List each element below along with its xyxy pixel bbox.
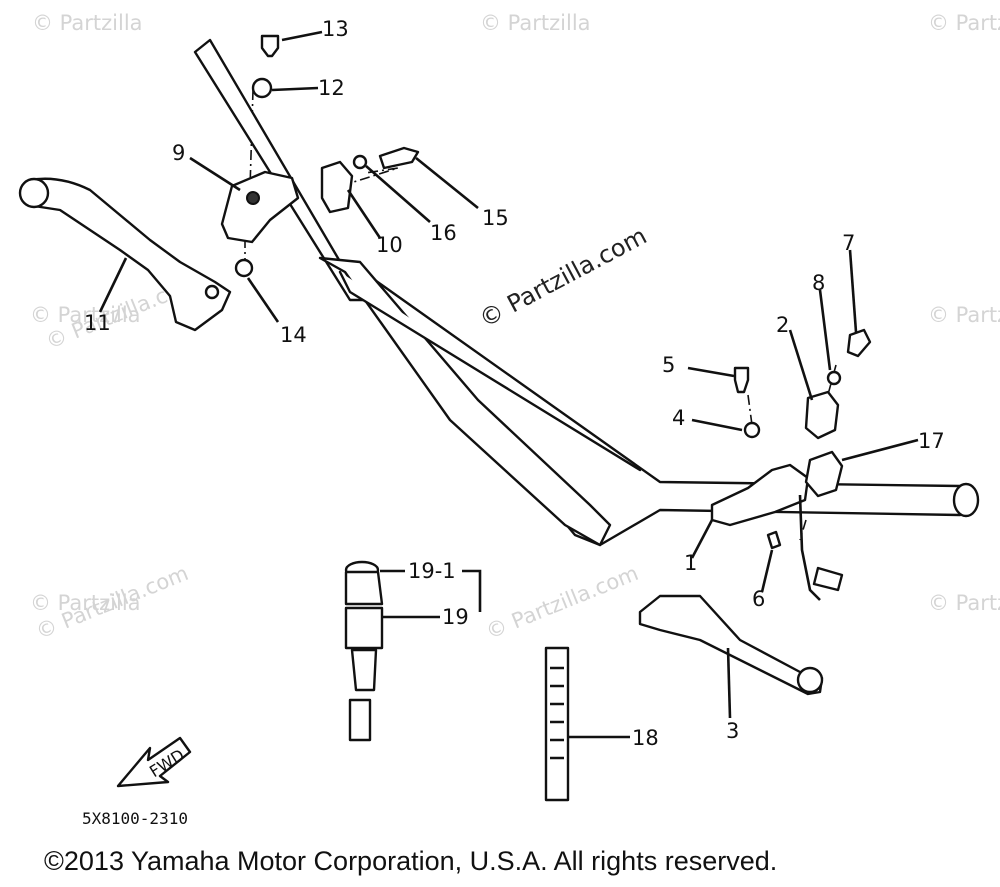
callout-2: 2 xyxy=(776,313,789,337)
callout-9: 9 xyxy=(172,141,185,165)
washer-12 xyxy=(251,77,273,99)
callout-1: 1 xyxy=(684,551,697,575)
left-lever-bracket xyxy=(220,34,300,278)
washer-4 xyxy=(743,421,761,439)
callout-labels: 13 12 9 10 16 15 14 11 11 7 8 2 5 4 17 1… xyxy=(84,17,945,750)
switch-connector xyxy=(812,566,844,592)
callout-18: 18 xyxy=(632,726,659,750)
right-lever xyxy=(638,594,824,696)
watermark-edge: © Partzilla xyxy=(928,11,1000,35)
clamp-17 xyxy=(804,450,844,498)
callout-11: 11 xyxy=(84,311,111,335)
callout-17: 17 xyxy=(918,429,945,453)
callout-12: 12 xyxy=(318,76,345,100)
callout-3: 3 xyxy=(726,719,739,743)
callout-19: 19 xyxy=(442,605,469,629)
leader-lines xyxy=(98,30,919,739)
callout-15: 15 xyxy=(482,206,509,230)
watermark-edge: © Partzilla xyxy=(30,591,141,615)
watermark-center: © Partzilla.com xyxy=(475,222,652,334)
cable-band xyxy=(544,646,570,802)
fwd-arrow: FWD xyxy=(116,736,192,788)
callout-16: 16 xyxy=(430,221,457,245)
clip-6 xyxy=(766,530,782,550)
watermark-edge: © Partzilla xyxy=(928,303,1000,327)
watermark-edge: © Partzilla xyxy=(928,591,1000,615)
left-lever xyxy=(18,177,232,332)
callout-5: 5 xyxy=(662,353,675,377)
callout-14: 14 xyxy=(280,323,307,347)
callout-19-1: 19-1 xyxy=(408,559,456,583)
callout-13: 13 xyxy=(322,17,349,41)
grip-end xyxy=(952,482,980,518)
switch-unit xyxy=(344,560,384,742)
watermark-brand: © Partzilla.com xyxy=(482,561,641,644)
switch-bracket-2 xyxy=(804,390,840,440)
right-lever-holder xyxy=(710,328,872,601)
bolt-13 xyxy=(260,34,280,58)
copyright-notice: ©2013 Yamaha Motor Corporation, U.S.A. A… xyxy=(44,846,777,876)
washer-8 xyxy=(826,370,842,386)
watermark-edge: © Partzilla xyxy=(480,11,591,35)
callout-6: 6 xyxy=(752,587,765,611)
bolt-15 xyxy=(378,146,420,170)
washer-14 xyxy=(234,258,254,278)
diagram-code: 5X8100-2310 xyxy=(82,809,188,828)
callout-7: 7 xyxy=(842,231,855,255)
watermark-edge: © Partzilla xyxy=(32,11,143,35)
clamp-assembly xyxy=(320,146,420,214)
washer-16 xyxy=(352,154,368,170)
watermark-edge: © Partzilla xyxy=(30,303,141,327)
bolt-5 xyxy=(733,366,750,394)
handlebar xyxy=(193,38,980,547)
callout-8: 8 xyxy=(812,271,825,295)
bolt-7 xyxy=(846,328,872,358)
callout-4: 4 xyxy=(672,406,685,430)
callout-10: 10 xyxy=(376,233,403,257)
